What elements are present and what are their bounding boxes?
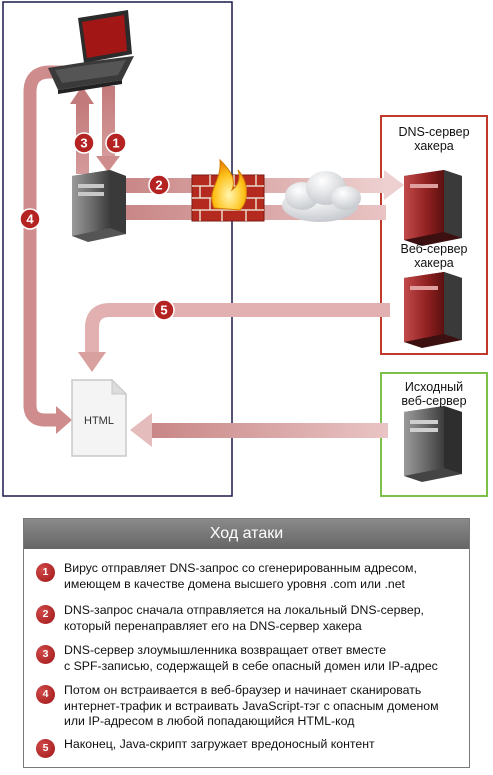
step-5-number: 5: [36, 739, 55, 758]
svg-text:5: 5: [160, 303, 167, 318]
arrow-step-5: [78, 303, 390, 372]
badge-4: 4: [19, 208, 41, 230]
badge-1: 1: [105, 132, 127, 154]
html-document-icon: HTML: [71, 378, 128, 457]
svg-text:4: 4: [26, 212, 34, 227]
internet-cloud-icon: [282, 171, 361, 222]
attack-diagram: HTML 1 3 2 4 5 DNS-сервер хакера Веб-сер…: [2, 1, 488, 497]
step-1-number: 1: [36, 563, 55, 582]
victim-network-frame: [2, 1, 233, 497]
step-5-text: Наконец, Java-скрипт загружает вредоносн…: [64, 737, 375, 751]
arrow-source-to-html: [130, 413, 388, 447]
attack-steps-panel: Ход атаки 1 Вирус отправляет DNS-запрос …: [23, 518, 470, 768]
arrow-step-1: [96, 86, 120, 172]
arrow-step-4: [23, 65, 88, 434]
arrow-step-3: [70, 86, 94, 174]
step-4-number: 4: [36, 685, 55, 704]
firewall-icon: [191, 158, 265, 222]
svg-text:1: 1: [112, 136, 119, 151]
laptop-icon: [48, 10, 134, 94]
svg-text:3: 3: [80, 136, 87, 151]
hacker-web-server-label: Веб-сервер хакера: [400, 242, 468, 270]
step-2-text: DNS-запрос сначала отправляется на локал…: [64, 603, 424, 633]
hacker-web-server-icon: [404, 272, 462, 348]
hacker-dns-server-label: DNS-сервер хакера: [398, 125, 470, 153]
step-1-text: Вирус отправляет DNS-запрос со сгенериро…: [64, 561, 417, 591]
source-web-server-icon: [404, 406, 462, 482]
victim-server-icon: [72, 170, 126, 242]
step-3-number: 3: [36, 645, 55, 664]
panel-title: Ход атаки: [24, 519, 469, 549]
source-web-server-label: Исходный веб-сервер: [401, 380, 467, 408]
badge-5: 5: [153, 299, 175, 321]
svg-text:2: 2: [155, 178, 162, 193]
html-document-label: HTML: [84, 415, 114, 427]
step-2-number: 2: [36, 605, 55, 624]
step-3-text: DNS-сервер злоумышленника возвращает отв…: [64, 643, 438, 673]
hacker-servers-frame: [380, 115, 488, 355]
badge-2: 2: [148, 174, 170, 196]
badge-3: 3: [73, 132, 95, 154]
hacker-dns-server-icon: [404, 170, 462, 246]
step-4-text: Потом он встраивается в веб-браузер и на…: [64, 683, 439, 728]
